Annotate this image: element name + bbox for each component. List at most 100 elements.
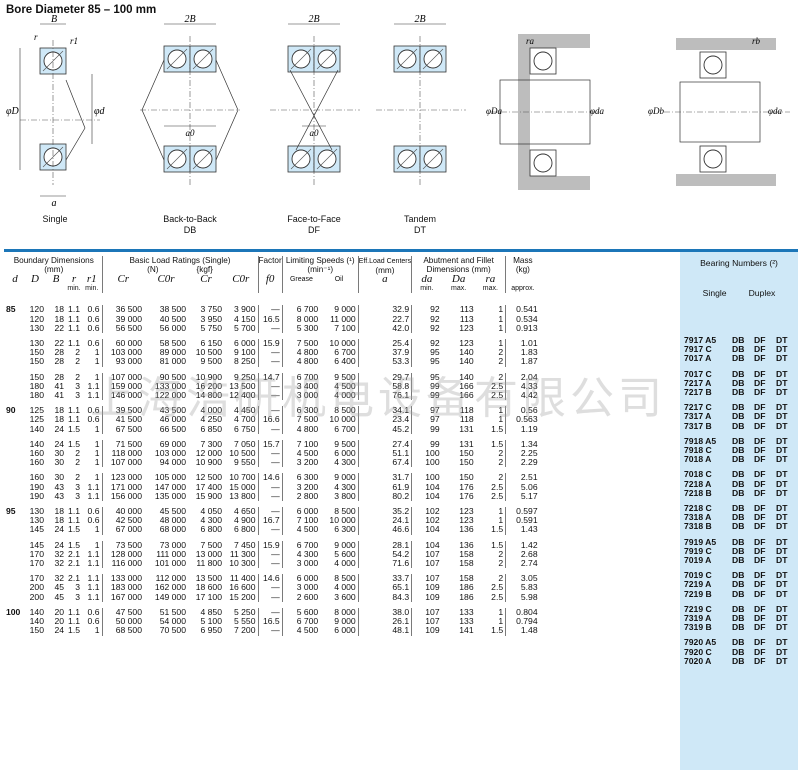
table-cell: 6 700 — [281, 616, 321, 627]
table-cell: 18 — [54, 304, 64, 315]
dim-2b-label-dt: 2B — [414, 14, 425, 25]
table-cell: — — [257, 549, 283, 560]
bearing-number: 7917 C — [684, 344, 712, 355]
table-cell: 159 000 — [101, 381, 144, 392]
table-cell: 99 — [411, 439, 442, 450]
table-cell: 1 — [498, 616, 504, 627]
table-cell: 28.1 — [357, 540, 412, 550]
bearing-number: 7319 A — [684, 613, 712, 624]
dim-d-outer-label: φD — [6, 106, 20, 117]
bearing-number: 7018 C — [684, 469, 712, 480]
table-cell: 140 — [459, 356, 474, 367]
table-cell: 92 — [411, 338, 442, 349]
table-cell: 1 — [94, 539, 100, 550]
table-cell: 10 500 — [195, 347, 222, 358]
table-cell: 85 — [6, 304, 16, 315]
table-cell: 10 000 — [329, 515, 356, 526]
table-cell: 11 000 — [330, 313, 356, 324]
duplex-arrangement: DF — [754, 411, 766, 422]
table-cell: 28 — [54, 371, 64, 382]
table-cell: 60 000 — [101, 338, 144, 349]
table-cell: — — [257, 626, 283, 636]
table-cell: 1.19 — [505, 424, 540, 434]
table-cell: 105 000 — [154, 472, 186, 483]
table-cell: 3 950 — [200, 313, 222, 324]
table-cell: 5.98 — [505, 592, 540, 602]
table-cell: 1.1 — [87, 390, 100, 401]
duplex-arrangement: DB — [732, 655, 745, 666]
table-cell: 58.8 — [357, 381, 412, 392]
table-cell: 0.597 — [505, 506, 540, 517]
table-cell: 4 000 — [334, 582, 356, 593]
table-cell — [6, 574, 24, 583]
table-cell — [6, 449, 24, 458]
table-cell: 103 000 — [101, 348, 144, 358]
table-cell: 46.6 — [357, 525, 412, 535]
table-cell: 4 000 — [334, 558, 356, 569]
table-cell: 147 000 — [154, 481, 186, 492]
table-cell: 104 — [411, 482, 442, 492]
table-cell — [6, 473, 24, 482]
table-cell: 125 — [29, 405, 44, 416]
table-cell: 89 000 — [159, 347, 186, 358]
table-cell: 51 500 — [159, 606, 186, 617]
table-cell: 150 — [29, 625, 44, 636]
table-cell: 6 000 — [281, 574, 321, 584]
table-cell: 0.6 — [87, 313, 100, 324]
table-cell: 140 — [29, 438, 44, 449]
table-cell: 7 300 — [200, 438, 222, 449]
duplex-arrangement: DT — [776, 445, 788, 456]
table-cell: 140 — [29, 606, 44, 617]
table-cell: 32 — [54, 548, 64, 559]
table-cell: 3 900 — [233, 304, 256, 315]
table-cell: 28 — [54, 356, 64, 367]
table-cell: 1 — [498, 405, 504, 416]
duplex-arrangement: DT — [776, 387, 788, 398]
table-cell: 130 — [29, 515, 44, 526]
duplex-arrangement: DT — [776, 469, 788, 480]
table-cell: 171 000 — [101, 482, 144, 492]
table-cell: 95 — [411, 357, 442, 367]
table-cell: 48.1 — [357, 626, 412, 636]
duplex-arrangement: DT — [776, 536, 788, 547]
table-cell — [6, 525, 24, 534]
table-cell: 68 000 — [159, 524, 186, 535]
bearing-number: 7019 A — [684, 555, 712, 566]
table-cell: 9 550 — [233, 457, 256, 468]
table-cell: 10 900 — [195, 371, 222, 382]
table-cell: 3 750 — [200, 304, 222, 315]
duplex-arrangement: DB — [732, 377, 745, 388]
bearing-number: 7218 C — [684, 503, 712, 514]
table-cell: 107 — [411, 549, 442, 560]
table-cell: 10 000 — [329, 414, 356, 425]
table-cell: 4 500 — [281, 626, 321, 636]
duplex-arrangement: DT — [776, 521, 788, 532]
table-cell — [6, 339, 24, 348]
table-cell: 131 — [459, 438, 474, 449]
duplex-arrangement: DT — [776, 454, 788, 465]
table-cell: 10 500 — [229, 448, 256, 459]
bearing-number: 7217 A — [684, 377, 712, 388]
table-cell: 50 000 — [101, 616, 144, 627]
table-cell: 67.4 — [357, 458, 412, 468]
table-cell: 20 — [54, 616, 64, 627]
table-cell: 9 250 — [233, 371, 256, 382]
table-cell: — — [257, 558, 283, 569]
table-cell: 9 500 — [334, 371, 356, 382]
table-cell: 109 — [411, 592, 442, 602]
table-cell: 123 — [459, 506, 474, 517]
table-cell: 1 — [94, 457, 100, 468]
table-cell: — — [257, 390, 283, 401]
duplex-arrangement: DB — [732, 445, 745, 456]
table-cell: 5 300 — [281, 323, 321, 334]
bearing-number: 7219 C — [684, 603, 712, 614]
table-cell: 150 — [29, 371, 44, 382]
